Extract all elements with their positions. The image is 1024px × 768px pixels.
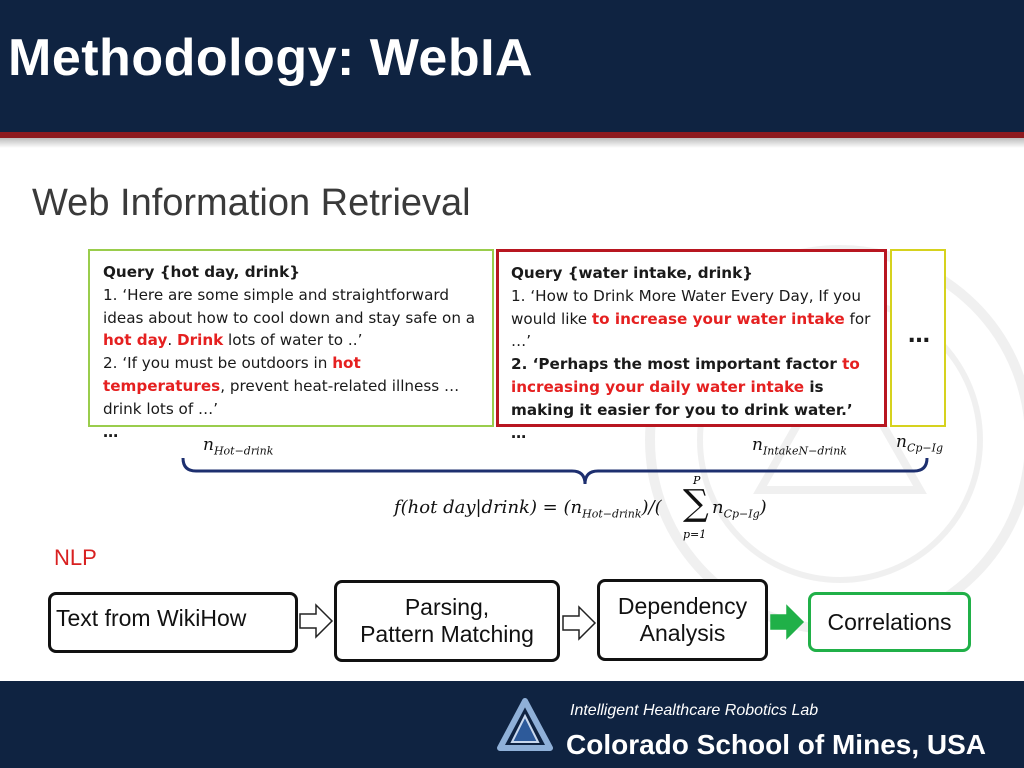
section-subtitle: Web Information Retrieval bbox=[32, 182, 471, 224]
count-cp-ig: nCp−Ig bbox=[896, 432, 943, 454]
query-ellipsis: … bbox=[103, 422, 119, 441]
arrow-right-icon bbox=[562, 605, 597, 641]
text: 1. ‘How to Drink More Water Every Day, I… bbox=[511, 286, 861, 328]
math-text: ) bbox=[759, 497, 767, 518]
highlight-text: hot temperatures bbox=[103, 354, 361, 395]
step-label: Parsing, bbox=[404, 594, 490, 620]
step-label-line2: Pattern Matching bbox=[360, 621, 534, 647]
query-result-2: 2. ‘If you must be outdoors in hot tempe… bbox=[103, 352, 482, 420]
step-parsing: Parsing, Pattern Matching bbox=[334, 580, 560, 662]
query-result-1: 1. ‘How to Drink More Water Every Day, I… bbox=[511, 285, 874, 353]
query-box-hot-day: Query {hot day, drink} 1. ‘Here are some… bbox=[88, 249, 494, 441]
lab-name: Intelligent Healthcare Robotics Lab bbox=[570, 702, 819, 719]
math-var: n bbox=[203, 435, 214, 455]
arrow-right-icon bbox=[770, 604, 805, 640]
formula-right: nCp−Ig) bbox=[712, 497, 767, 521]
highlight-text: hot day bbox=[103, 331, 168, 350]
sum-upper-limit: P bbox=[693, 474, 701, 487]
math-var: n bbox=[752, 435, 763, 455]
more-ellipsis: … bbox=[908, 323, 930, 348]
query-title: Query {hot day, drink} bbox=[103, 263, 301, 281]
step-label: Correlations bbox=[827, 608, 952, 635]
sum-symbol: ∑ bbox=[683, 483, 709, 524]
query-box-more: … bbox=[890, 249, 946, 427]
arrow-right-icon bbox=[299, 603, 334, 639]
query-title: Query {water intake, drink} bbox=[511, 264, 753, 282]
formula-left: f(hot day|drink) = (nHot−drink)/( bbox=[394, 497, 662, 521]
math-sub: Cp−Ig bbox=[723, 507, 760, 521]
nlp-label: NLP bbox=[54, 545, 97, 570]
highlight-text: to increase your water intake bbox=[591, 309, 845, 328]
slide-title: Methodology: WebIA bbox=[8, 29, 534, 87]
text: lots of water to ..’ bbox=[223, 331, 363, 350]
title-bar-shadow bbox=[0, 138, 1024, 148]
math-var: n bbox=[896, 432, 907, 452]
math-sub: Hot−drink bbox=[582, 507, 642, 521]
math-sub: Cp−Ig bbox=[906, 441, 944, 455]
text: 1. ‘Here are some simple and straightfor… bbox=[103, 285, 476, 327]
math-text: )/( bbox=[641, 497, 662, 518]
query-result-2: 2. ‘Perhaps the most important factor to… bbox=[511, 353, 874, 421]
mines-logo-icon bbox=[497, 698, 553, 751]
highlight-text: Drink bbox=[177, 331, 224, 350]
step-label: Dependency bbox=[617, 593, 748, 619]
text: 2. ‘Perhaps the most important factor bbox=[511, 355, 843, 374]
query-ellipsis: … bbox=[511, 423, 527, 442]
text: 2. ‘If you must be outdoors in bbox=[103, 354, 333, 373]
text: for …’ bbox=[511, 309, 871, 351]
count-intake-drink: nIntakeN−drink bbox=[752, 435, 847, 457]
step-label: Text from WikiHow bbox=[56, 605, 247, 631]
step-correlations: Correlations bbox=[808, 592, 971, 652]
math-var: n bbox=[712, 497, 724, 518]
step-label-line2: Analysis bbox=[639, 620, 726, 646]
title-bar-rule bbox=[0, 132, 1024, 138]
sum-lower-limit: p=1 bbox=[683, 528, 707, 541]
text: . bbox=[167, 331, 178, 350]
highlight-text: to increasing your daily water intake bbox=[511, 355, 860, 396]
count-hot-drink: nHot−drink bbox=[203, 435, 273, 457]
math-text: f(hot day|drink) = (n bbox=[394, 497, 583, 518]
query-box-water-intake: Query {water intake, drink} 1. ‘How to D… bbox=[496, 249, 887, 442]
text: , prevent heat-related illness … drink l… bbox=[103, 376, 460, 418]
math-sub: Hot−drink bbox=[213, 444, 274, 458]
text: is making it easier for you to drink wat… bbox=[511, 377, 853, 419]
step-dependency-analysis: Dependency Analysis bbox=[597, 579, 768, 661]
title-bar bbox=[0, 0, 1024, 132]
query-result-1: 1. ‘Here are some simple and straightfor… bbox=[103, 284, 482, 352]
step-text-from-wikihow: Text from WikiHow bbox=[48, 592, 298, 653]
math-sub: IntakeN−drink bbox=[762, 444, 847, 458]
school-name: Colorado School of Mines, USA bbox=[566, 729, 987, 760]
